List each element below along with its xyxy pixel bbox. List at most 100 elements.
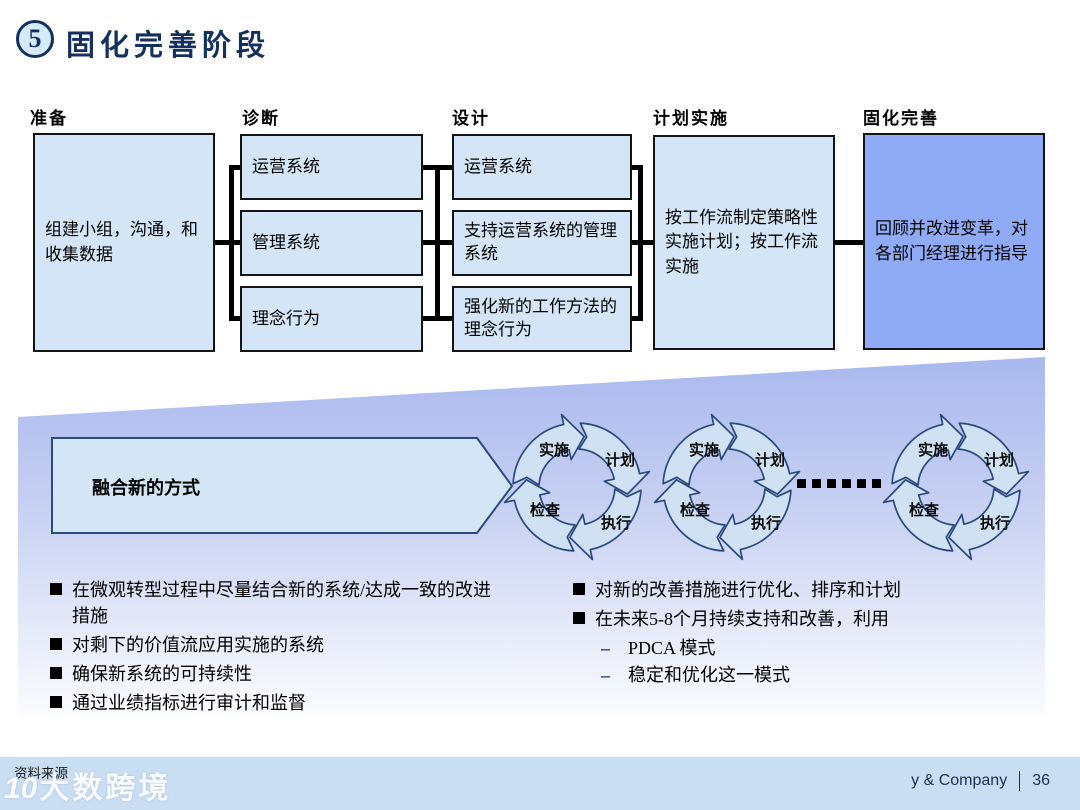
- sub-item-text: 稳定和优化这一模式: [628, 665, 790, 685]
- connector-line: [440, 240, 452, 245]
- bullet-square-icon: [50, 583, 62, 595]
- pdca-act-label: 实施: [918, 441, 948, 459]
- connector-line: [643, 240, 653, 245]
- cycle-arrow-icon: [719, 488, 792, 561]
- bullet-text: 对剩下的价值流应用实施的系统: [72, 635, 324, 655]
- step-number-badge: 5: [16, 20, 54, 58]
- list-item: 在微观转型过程中尽量结合新的系统/达成一致的改进措施: [50, 577, 502, 629]
- design-box-management: 支持运营系统的管理系统: [452, 210, 632, 276]
- pdca-do-label: 执行: [980, 514, 1010, 532]
- column-header-design: 设计: [452, 109, 490, 128]
- watermark-logo: 10: [4, 772, 38, 805]
- connector-line: [638, 165, 643, 321]
- pdca-plan-label: 计划: [984, 451, 1014, 469]
- column-header-consolidate: 固化完善: [863, 109, 939, 128]
- step-number: 5: [28, 24, 42, 53]
- bullet-text: 确保新系统的可持续性: [72, 664, 252, 684]
- box-text: 理念行为: [252, 308, 320, 328]
- pdca-check-label: 检查: [530, 501, 561, 519]
- cycle-arrow-icon: [662, 413, 735, 486]
- cycle-arrow-icon: [948, 488, 1021, 561]
- cycle-arrow-icon: [653, 479, 726, 552]
- footer-bar: 资料来源 10 大数跨境 y & Company 36: [0, 757, 1080, 810]
- pdca-cycle-3: 实施 计划 检查 执行: [882, 413, 1030, 561]
- cycle-arrow-icon: [569, 488, 642, 561]
- bullet-square-icon: [50, 638, 62, 650]
- connector-line: [632, 316, 638, 321]
- connector-line: [632, 240, 638, 245]
- list-item: 对剩下的价值流应用实施的系统: [50, 632, 502, 658]
- list-item: 确保新系统的可持续性: [50, 661, 502, 687]
- box-text: 强化新的工作方法的理念行为: [464, 297, 617, 339]
- box-text: 管理系统: [252, 232, 320, 252]
- list-item: 在未来5-8个月持续支持和改善，利用: [573, 606, 1023, 632]
- connector-line: [215, 240, 229, 245]
- bullet-text: 通过业绩指标进行审计和监督: [72, 693, 306, 713]
- cycle-arrow-icon: [957, 422, 1030, 495]
- connector-line: [423, 165, 435, 170]
- consolidate-box: 回顾并改进变革，对各部门经理进行指导: [863, 133, 1045, 350]
- connector-line: [435, 165, 440, 321]
- diagnose-box-operations: 运营系统: [240, 134, 423, 200]
- prepare-box: 组建小组，沟通，和收集数据: [33, 133, 215, 352]
- pdca-plan-label: 计划: [605, 451, 635, 469]
- column-header-implement: 计划实施: [653, 109, 729, 128]
- bullet-list-right: 对新的改善措施进行优化、排序和计划 在未来5-8个月持续支持和改善，利用 – P…: [573, 577, 1023, 689]
- pdca-act-label: 实施: [689, 441, 719, 459]
- list-item: 对新的改善措施进行优化、排序和计划: [573, 577, 1023, 603]
- column-header-diagnose: 诊断: [242, 109, 280, 128]
- connector-line: [835, 240, 863, 245]
- pdca-cycle-2: 实施 计划 检查 执行: [653, 413, 801, 561]
- company-label: y & Company: [911, 772, 1008, 789]
- pdca-cycle-1: 实施 计划 检查 执行: [503, 413, 651, 561]
- bullet-square-icon: [50, 667, 62, 679]
- connector-line: [440, 165, 452, 170]
- cycle-arrow-icon: [728, 422, 801, 495]
- bullet-square-icon: [50, 696, 62, 708]
- prepare-box-text: 组建小组，沟通，和收集数据: [45, 219, 198, 264]
- cycle-arrow-icon: [503, 479, 576, 552]
- connector-line: [423, 316, 435, 321]
- footer-right: y & Company 36: [911, 771, 1050, 791]
- pdca-check-label: 检查: [909, 501, 940, 519]
- bullet-text: 在未来5-8个月持续支持和改善，利用: [595, 609, 889, 629]
- bullet-square-icon: [573, 583, 585, 595]
- column-header-prepare: 准备: [30, 109, 68, 128]
- watermark-text: 大数跨境: [39, 772, 172, 805]
- pdca-plan-label: 计划: [755, 451, 785, 469]
- connector-line: [234, 316, 240, 321]
- cycle-arrow-icon: [512, 413, 585, 486]
- bullet-square-icon: [573, 612, 585, 624]
- diagnose-box-mindset: 理念行为: [240, 286, 423, 352]
- pdca-check-label: 检查: [680, 501, 711, 519]
- watermark: 10 大数跨境: [4, 763, 171, 807]
- list-item: 通过业绩指标进行审计和监督: [50, 690, 502, 716]
- dash-marker: –: [601, 665, 610, 685]
- connector-line: [234, 240, 240, 245]
- cycle-arrow-icon: [882, 479, 955, 552]
- page-title: 固化完善阶段: [66, 30, 271, 62]
- cycle-arrow-icon: [578, 422, 651, 495]
- footer-divider: [1019, 771, 1021, 791]
- bullet-text: 在微观转型过程中尽量结合新的系统/达成一致的改进措施: [72, 580, 491, 626]
- box-text: 运营系统: [464, 156, 532, 176]
- sub-list-item: – PDCA 模式: [601, 635, 1023, 662]
- box-text: 支持运营系统的管理系统: [464, 221, 617, 263]
- design-box-mindset: 强化新的工作方法的理念行为: [452, 286, 632, 352]
- box-text: 按工作流制定策略性实施计划；按工作流实施: [665, 207, 818, 276]
- banner-label: 融合新的方式: [92, 478, 200, 498]
- connector-line: [632, 165, 638, 170]
- bullet-list-left: 在微观转型过程中尽量结合新的系统/达成一致的改进措施 对剩下的价值流应用实施的系…: [50, 577, 502, 719]
- diagnose-box-management: 管理系统: [240, 210, 423, 276]
- pdca-do-label: 执行: [751, 514, 781, 532]
- implement-box: 按工作流制定策略性实施计划；按工作流实施: [653, 135, 835, 350]
- connector-line: [440, 316, 452, 321]
- source-label: 资料来源: [14, 766, 68, 781]
- sub-item-text: PDCA 模式: [628, 638, 716, 658]
- pdca-do-label: 执行: [601, 514, 631, 532]
- connector-line: [423, 240, 435, 245]
- dotted-line: [797, 479, 881, 488]
- box-text: 运营系统: [252, 156, 320, 176]
- pdca-act-label: 实施: [539, 441, 569, 459]
